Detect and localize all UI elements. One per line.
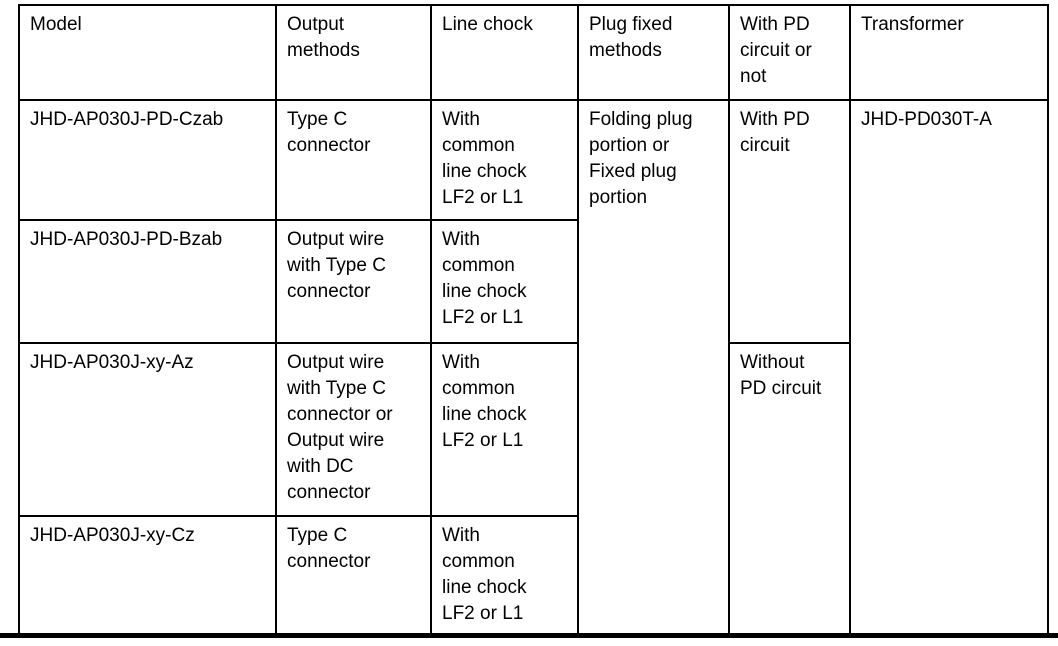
page-bottom-rule — [0, 633, 1058, 638]
cell-output-methods: Output wire with Type C connector — [275, 219, 432, 344]
cell-model: JHD-AP030J-xy-Cz — [18, 515, 277, 636]
cell-plug-fixed-methods: Folding plug portion or Fixed plug porti… — [577, 99, 730, 636]
col-header-output-methods: Output methods — [275, 4, 432, 101]
cell-output-methods: Type C connector — [275, 515, 432, 636]
cell-model: JHD-AP030J-PD-Bzab — [18, 219, 277, 344]
table-row: JHD-AP030J-PD-Bzab Output wire with Type… — [18, 219, 1048, 344]
cell-transformer-model: JHD-PD030T-A — [849, 99, 1049, 636]
cell-model: JHD-AP030J-xy-Az — [18, 342, 277, 517]
cell-model: JHD-AP030J-PD-Czab — [18, 99, 277, 221]
col-header-plug-fixed-methods: Plug fixed methods — [577, 4, 730, 101]
table-row: JHD-AP030J-PD-Czab Type C connector With… — [18, 99, 1049, 636]
table-row: JHD-AP030J-xy-Cz Type C connector With c… — [18, 515, 1048, 636]
header-row: Model Output methods Line chock Plug fix… — [18, 4, 1049, 101]
col-header-line-chock: Line chock — [430, 4, 579, 101]
col-header-model: Model — [18, 4, 277, 101]
cell-line-chock: With common line chock LF2 or L1 — [430, 515, 579, 636]
product-spec-table: Model Output methods Line chock Plug fix… — [18, 4, 1049, 636]
cell-output-methods: Output wire with Type C connector or Out… — [275, 342, 432, 517]
cell-without-pd-circuit: Without PD circuit — [728, 342, 851, 636]
col-header-pd-circuit: With PD circuit or not — [728, 4, 851, 101]
cell-line-chock: With common line chock LF2 or L1 — [430, 219, 579, 344]
cell-line-chock: With common line chock LF2 or L1 — [430, 99, 579, 221]
cell-with-pd-circuit: With PD circuit — [728, 99, 851, 344]
cell-output-methods: Type C connector — [275, 99, 432, 221]
col-header-transformer: Transformer — [849, 4, 1049, 101]
cell-line-chock: With common line chock LF2 or L1 — [430, 342, 579, 517]
